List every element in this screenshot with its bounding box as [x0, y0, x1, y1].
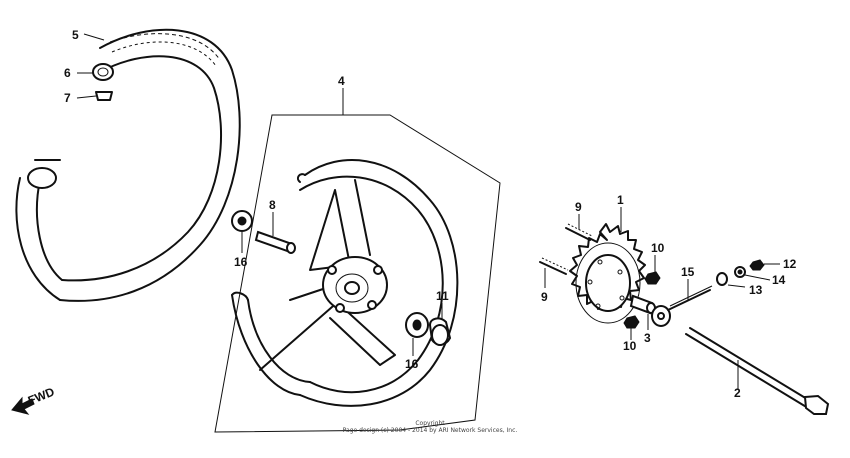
axle-drawing — [685, 327, 830, 415]
copyright-notice: Copyright Page design (c) 2004 - 2014 by… — [330, 420, 530, 434]
callout-washer: 13 — [749, 283, 763, 297]
tube-drawing — [92, 63, 114, 81]
callout-bearing-right: 16 — [405, 357, 419, 371]
spacer-drawing — [254, 230, 296, 254]
callout-rim-band: 7 — [64, 91, 71, 105]
callout-spacer: 8 — [269, 198, 276, 212]
fwd-label: FWD — [26, 384, 57, 407]
collar-drawing — [629, 294, 656, 315]
callout-collar: 3 — [644, 331, 651, 345]
wheel-assembly-frame — [214, 114, 501, 433]
callout-dust-seal: 11 — [436, 289, 449, 303]
callout-stud-upper: 9 — [575, 200, 582, 214]
copyright-line-1: Copyright — [415, 420, 445, 427]
callout-wheel: 4 — [338, 74, 345, 88]
dust-seal-drawing — [428, 317, 452, 346]
callout-sprocket: 1 — [617, 193, 624, 207]
washer-drawing — [716, 272, 728, 286]
stud-upper-drawing — [565, 223, 593, 241]
callout-tire: 5 — [72, 28, 79, 42]
nut-upper-drawing — [644, 271, 661, 285]
bearing-left-drawing — [231, 210, 253, 232]
bearing-right-drawing — [405, 312, 429, 338]
callout-bearing-left: 16 — [234, 255, 248, 269]
leader-lines — [76, 33, 780, 390]
nut-lower-drawing — [623, 315, 640, 329]
adjuster-drawing — [651, 285, 713, 327]
callout-lock-nut: 14 — [772, 273, 786, 287]
lock-nut-drawing — [734, 266, 746, 278]
callout-stud-lower: 9 — [541, 290, 548, 304]
fwd-arrow: FWD — [11, 384, 57, 415]
wheel-drawing — [231, 159, 459, 407]
callout-axle: 2 — [734, 386, 741, 400]
tire-drawing — [15, 28, 241, 302]
callout-nut-lower: 10 — [623, 339, 637, 353]
rim-band-drawing — [95, 91, 113, 101]
sprocket-drawing — [569, 223, 646, 324]
copyright-line-2: Page design (c) 2004 - 2014 by ARI Netwo… — [342, 427, 518, 434]
callout-axle-nut: 12 — [783, 257, 797, 271]
callout-nut-upper: 10 — [651, 241, 665, 255]
axle-nut-drawing — [749, 259, 765, 271]
callout-adjuster: 15 — [681, 265, 695, 279]
stud-lower-drawing — [539, 257, 569, 275]
callout-tube: 6 — [64, 66, 71, 80]
